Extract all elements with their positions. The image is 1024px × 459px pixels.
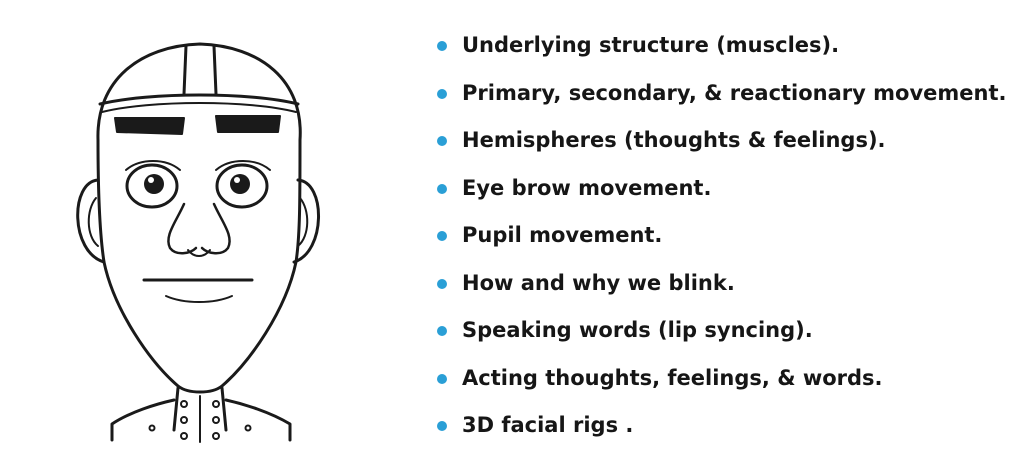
- bullet-dot-icon: [437, 88, 447, 99]
- head-outline: [96, 42, 302, 394]
- topic-label: Primary, secondary, & reactionary moveme…: [462, 80, 1007, 105]
- topic-item: Underlying structure (muscles).: [432, 22, 1007, 70]
- bullet-dot-icon: [437, 326, 447, 336]
- left-eye: [125, 163, 179, 209]
- right-eye: [215, 163, 269, 209]
- nose-tip: [187, 249, 211, 257]
- right-ear: [292, 178, 320, 264]
- cap-ridge-right: [212, 44, 218, 96]
- cap-band: [98, 93, 300, 106]
- topic-item: Speaking words (lip syncing).: [432, 307, 1007, 355]
- left-pupil: [144, 174, 164, 194]
- left-ear-inner: [87, 197, 99, 247]
- bullet-dot-icon: [437, 183, 447, 194]
- topic-label: How and why we blink.: [462, 270, 735, 295]
- left-eye-highlight: [148, 177, 154, 183]
- lower-lip: [165, 295, 233, 303]
- topic-label: 3D facial rigs .: [462, 413, 634, 437]
- nose-left: [167, 202, 198, 255]
- cap-ridge-left: [182, 44, 188, 96]
- left-lid: [125, 160, 181, 171]
- nose-right: [200, 202, 231, 255]
- topic-item: How and why we blink.: [432, 260, 1007, 308]
- bullet-dot-icon: [437, 136, 447, 146]
- neck-left: [172, 386, 180, 432]
- right-lid: [215, 160, 271, 171]
- topic-label: Hemispheres (thoughts & feelings).: [462, 128, 886, 152]
- face-illustration: [76, 42, 320, 443]
- topic-label: Speaking words (lip syncing).: [462, 318, 813, 342]
- topic-label: Underlying structure (muscles).: [462, 33, 840, 57]
- cap-band-lower: [101, 102, 297, 113]
- topic-item: Eye brow movement.: [432, 165, 1007, 213]
- neck-right: [220, 386, 228, 432]
- right-ear-inner: [297, 197, 309, 247]
- collar: [110, 398, 292, 442]
- right-eyebrow: [215, 115, 281, 133]
- topic-list: Underlying structure (muscles). Primary, …: [432, 22, 1007, 450]
- topic-item: Primary, secondary, & reactionary moveme…: [432, 70, 1007, 118]
- bullet-dot-icon: [437, 278, 447, 289]
- right-pupil: [230, 174, 250, 194]
- topic-item: Acting thoughts, feelings, & words.: [432, 355, 1007, 403]
- topic-item: 3D facial rigs .: [432, 402, 1007, 450]
- left-ear: [76, 178, 106, 264]
- topic-label: Eye brow movement.: [462, 175, 712, 200]
- collar-buttons: [148, 400, 252, 440]
- bullet-dot-icon: [437, 231, 447, 241]
- topic-item: Pupil movement.: [432, 212, 1007, 260]
- right-eye-highlight: [234, 177, 240, 183]
- bullet-dot-icon: [437, 373, 447, 384]
- topic-label: Acting thoughts, feelings, & words.: [462, 365, 883, 390]
- topic-label: Pupil movement.: [462, 223, 663, 247]
- bullet-dot-icon: [437, 41, 447, 51]
- bullet-dot-icon: [437, 421, 447, 431]
- left-eyebrow: [114, 117, 185, 135]
- topic-item: Hemispheres (thoughts & feelings).: [432, 117, 1007, 165]
